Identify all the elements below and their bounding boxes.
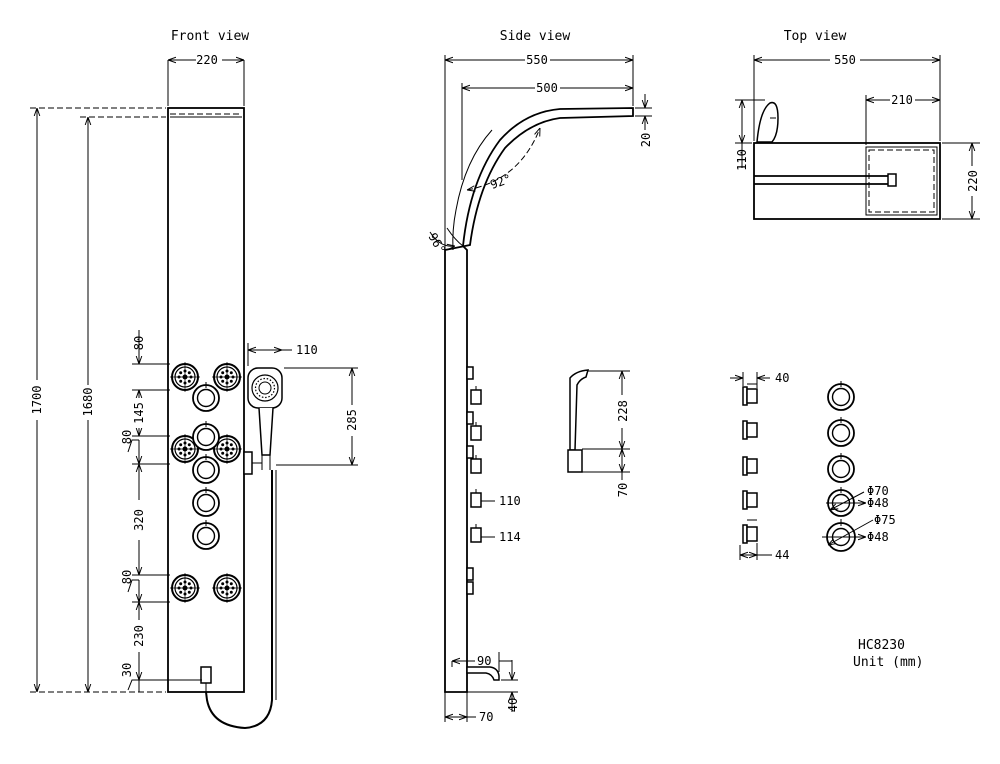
dim-hand-shower-228: 228 bbox=[616, 400, 630, 422]
dim-head-thickness: 20 bbox=[639, 133, 653, 147]
dim-total-height: 1700 bbox=[30, 386, 44, 415]
body-jet-6-icon bbox=[211, 572, 243, 604]
dim-top-head: 210 bbox=[891, 93, 913, 107]
top-view: 550 210 220 110 bbox=[735, 53, 980, 220]
dim-phi70: Φ70 bbox=[867, 484, 889, 498]
dim-spout-drop: 40 bbox=[506, 698, 520, 712]
dim-spacing-230: 230 bbox=[132, 625, 146, 647]
top-hand-shower bbox=[756, 101, 779, 143]
dim-hand-shower-offset: 110 bbox=[296, 343, 318, 357]
dim-jet-gap-mid: 80 bbox=[120, 430, 134, 444]
front-view: 220 1700 1680 bbox=[30, 53, 359, 730]
dim-knob-114: 114 bbox=[499, 530, 521, 544]
body-jet-5-icon bbox=[169, 572, 201, 604]
hand-shower-holder bbox=[243, 451, 253, 475]
dim-jet-gap-top: 80 bbox=[132, 336, 146, 350]
dim-hand-shower-70: 70 bbox=[616, 483, 630, 497]
hand-shower-handle bbox=[258, 407, 274, 456]
body-jet-1-icon bbox=[169, 361, 201, 393]
side-spout bbox=[466, 666, 500, 681]
diverter-knob-3-icon bbox=[192, 453, 220, 484]
dim-spacing-320: 320 bbox=[132, 509, 146, 531]
dim-top-hand-shower: 110 bbox=[735, 149, 749, 171]
dim-top-depth: 220 bbox=[966, 170, 980, 192]
dim-side-total: 550 bbox=[526, 53, 548, 67]
dim-knob-110: 110 bbox=[499, 494, 521, 508]
dim-hand-shower-length: 285 bbox=[345, 409, 359, 431]
dim-side-arm: 500 bbox=[536, 81, 558, 95]
dim-front-width: 220 bbox=[196, 53, 218, 67]
knob-side-details: 40 44 bbox=[730, 371, 789, 562]
knob-front-details: Φ70 Φ48 Φ75 Φ48 bbox=[822, 380, 896, 552]
shower-hose bbox=[205, 470, 273, 730]
diverter-knob-4-icon bbox=[192, 486, 220, 517]
dim-spout-height: 30 bbox=[120, 663, 134, 677]
knob-detail-4-icon bbox=[827, 486, 855, 517]
knob-detail-1-icon bbox=[827, 380, 855, 411]
knob-detail-3-icon bbox=[827, 452, 855, 483]
dim-phi75: Φ75 bbox=[874, 513, 896, 527]
side-view: 550 500 20 92° 96° bbox=[425, 53, 653, 724]
unit-label: Unit (mm) bbox=[853, 655, 923, 670]
diverter-knob-2-icon bbox=[192, 420, 220, 451]
top-view-title: Top view bbox=[784, 29, 847, 44]
dim-phi48b: Φ48 bbox=[867, 530, 889, 544]
dim-jet-gap-low: 80 bbox=[120, 570, 134, 584]
model-number: HC8230 bbox=[858, 638, 905, 653]
side-view-title: Side view bbox=[500, 29, 571, 44]
dim-top-total: 550 bbox=[834, 53, 856, 67]
dim-panel-height: 1680 bbox=[81, 388, 95, 417]
tub-spout-icon bbox=[200, 666, 212, 684]
body-jet-2-icon bbox=[211, 361, 243, 393]
front-view-title: Front view bbox=[171, 29, 249, 44]
top-panel-outline bbox=[753, 142, 941, 220]
dim-spout-length: 90 bbox=[477, 654, 491, 668]
dim-base-depth: 70 bbox=[479, 710, 493, 724]
hand-shower-side-detail: 228 70 bbox=[567, 369, 630, 497]
dim-knob-depth-44: 44 bbox=[775, 548, 789, 562]
knob-detail-2-icon bbox=[827, 416, 855, 447]
diverter-knob-1-icon bbox=[192, 381, 220, 412]
dim-phi48a: Φ48 bbox=[867, 496, 889, 510]
dim-knob-depth-40: 40 bbox=[775, 371, 789, 385]
dim-angle-top: 92° bbox=[488, 171, 513, 192]
top-head-outline bbox=[865, 146, 938, 216]
dim-spacing-145: 145 bbox=[132, 402, 146, 424]
side-knobs bbox=[466, 366, 495, 595]
diverter-knob-5-icon bbox=[192, 519, 220, 550]
front-vertical-dims: 80 145 80 320 80 230 30 bbox=[120, 330, 202, 692]
